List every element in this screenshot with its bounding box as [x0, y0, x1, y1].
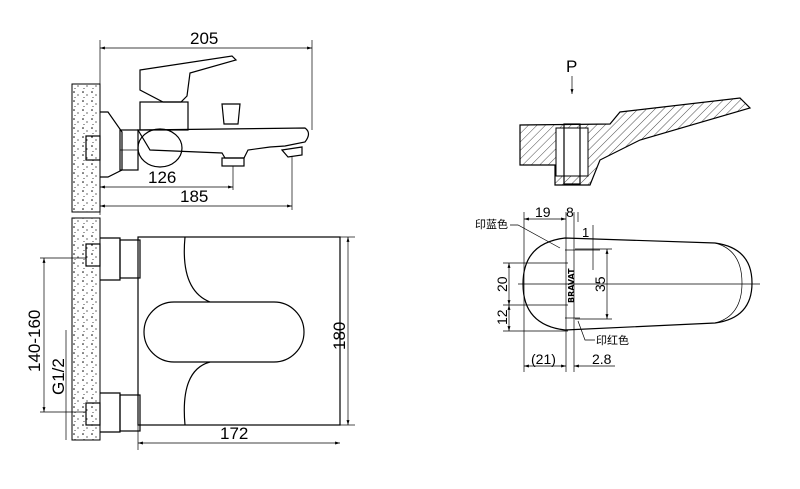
wall-flange	[100, 111, 123, 178]
dim-8-label: 8	[566, 204, 574, 220]
front-view: 140-160 G1/2 180 172	[25, 217, 355, 450]
force-label: P	[566, 57, 577, 76]
dim-172-label: 172	[220, 424, 248, 443]
side-view: 205 126 185	[71, 29, 313, 215]
dim-19-label: 19	[535, 204, 551, 220]
dim-35-label: 35	[592, 276, 608, 292]
handle-cross-section	[519, 97, 752, 186]
brand-logo-text: BRAVAT	[567, 268, 576, 303]
dim-140-160-label: 140-160	[25, 310, 44, 372]
dim-205-label: 205	[190, 29, 218, 48]
hex-nut-upper	[119, 239, 141, 279]
dim-12-label: 12	[494, 309, 510, 325]
lever-front	[143, 301, 305, 363]
dim-1-label: 1	[582, 225, 589, 240]
dim-126-label: 126	[148, 168, 176, 187]
blue-mark-label: 印蓝色	[475, 217, 508, 231]
dim-g12-label: G1/2	[49, 358, 68, 395]
dim-185-label: 185	[180, 187, 208, 206]
handle-section: P	[519, 57, 752, 186]
dim-2-8-label: 2.8	[592, 351, 612, 367]
hex-nut-lower	[119, 394, 141, 432]
handle-top-view: 19 8 1 35 20 12 BRAVAT (21) 2.8 印蓝色 印红色	[475, 204, 760, 372]
lever	[139, 55, 238, 103]
body-outline	[137, 236, 341, 426]
dim-180-label: 180	[330, 322, 349, 350]
spout-body	[136, 127, 310, 159]
dim-20-label: 20	[494, 276, 510, 292]
red-mark-label: 印红色	[596, 333, 629, 347]
diverter-knob	[221, 103, 241, 125]
dim-21-label: (21)	[531, 351, 556, 367]
